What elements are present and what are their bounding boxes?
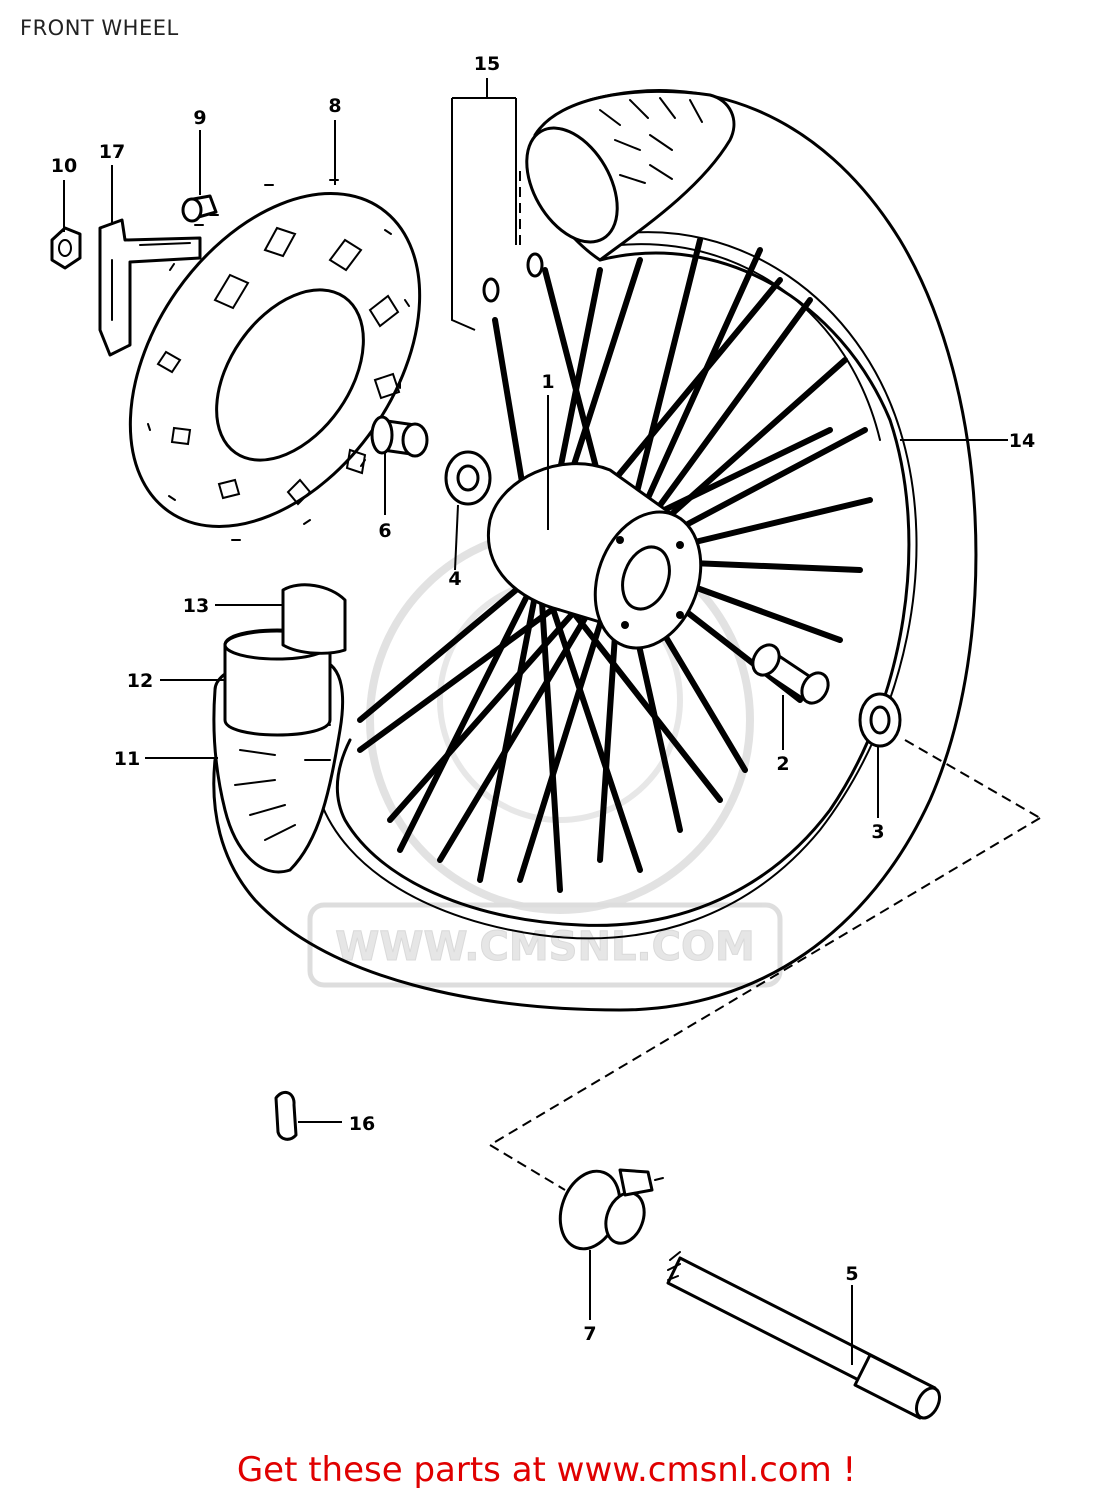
callout-13: 13 xyxy=(183,595,209,617)
front-axle xyxy=(666,1251,941,1420)
callout-6: 6 xyxy=(378,520,391,542)
callout-12: 12 xyxy=(127,670,153,692)
callout-8: 8 xyxy=(328,95,341,117)
callout-15: 15 xyxy=(474,53,500,75)
callout-11: 11 xyxy=(114,748,140,770)
callout-1: 1 xyxy=(541,371,554,393)
callout-15-bracket xyxy=(451,78,517,331)
assembly-lines xyxy=(489,170,1041,1191)
bearing-left xyxy=(444,450,492,506)
tire-and-rim xyxy=(212,89,978,1012)
speedometer-gearbox xyxy=(558,1168,664,1251)
page-title: FRONT WHEEL xyxy=(20,16,179,40)
wheel-hub xyxy=(487,462,703,650)
callout-7: 7 xyxy=(583,1323,596,1345)
disc-guard-bracket xyxy=(98,218,202,357)
cmsnl-parts-link[interactable]: Get these parts at www.cmsnl.com ! xyxy=(236,1450,857,1490)
watermark-text: WWW.CMSNL.COM xyxy=(335,924,755,970)
brake-disc xyxy=(128,179,422,541)
leader-lines xyxy=(63,120,1008,1365)
disc-bolt xyxy=(370,415,429,458)
callout-16: 16 xyxy=(349,1113,375,1135)
spoke-clip xyxy=(274,1090,298,1141)
nut xyxy=(50,226,82,270)
bracket-bolt xyxy=(181,194,218,223)
callout-5: 5 xyxy=(845,1263,858,1285)
callout-3: 3 xyxy=(871,821,884,843)
callout-9: 9 xyxy=(193,107,206,129)
callout-labels: 15 8 9 17 10 14 1 4 6 13 12 11 2 3 5 7 1… xyxy=(51,53,1035,1345)
callout-10: 10 xyxy=(51,155,77,177)
callout-17: 17 xyxy=(99,141,125,163)
callout-4: 4 xyxy=(448,568,461,590)
oil-seal-right xyxy=(858,692,902,748)
callout-14: 14 xyxy=(1009,430,1035,452)
callout-2: 2 xyxy=(776,753,789,775)
spacer xyxy=(751,643,830,705)
